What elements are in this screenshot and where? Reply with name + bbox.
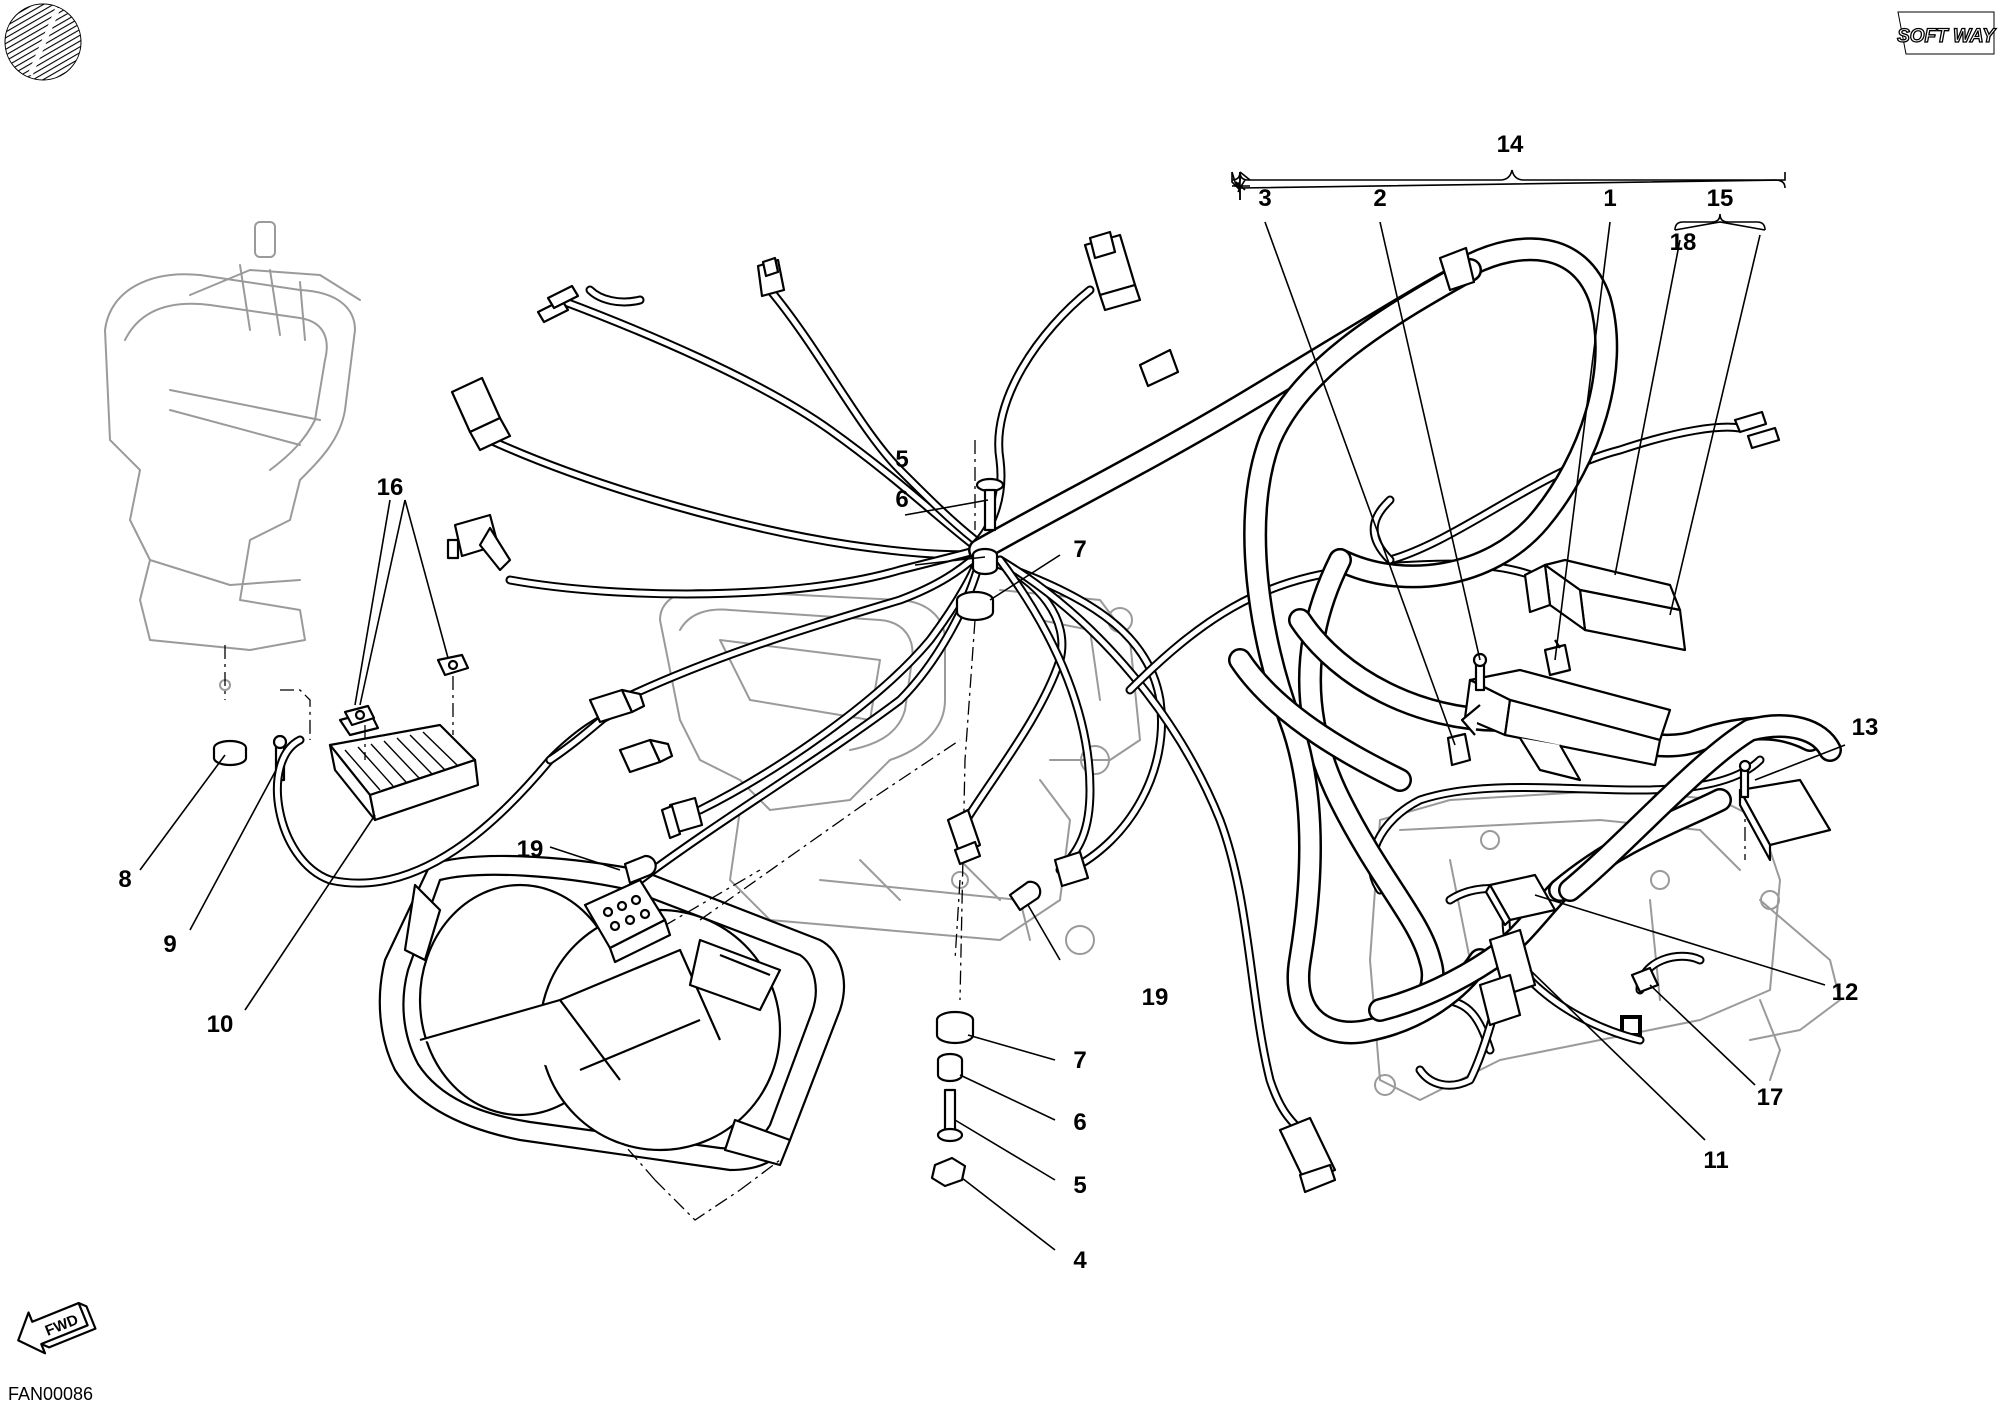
voltage-regulator xyxy=(328,710,480,822)
callout-5-upper: 5 xyxy=(895,446,908,473)
bulb-socket-right xyxy=(1053,850,1090,888)
callout-10: 10 xyxy=(207,1011,234,1038)
leader-lines xyxy=(139,171,1846,1251)
callout-9: 9 xyxy=(163,931,176,958)
fuse-1 xyxy=(1543,639,1572,677)
connector-top-small xyxy=(756,256,786,298)
socket-bottom xyxy=(1278,1116,1337,1194)
callout-7-lower: 7 xyxy=(1073,1047,1086,1074)
callout-18: 18 xyxy=(1670,229,1697,256)
regulator-clip-nuts xyxy=(343,653,470,727)
callout-6-upper: 6 xyxy=(895,486,908,513)
callout-5-lower: 5 xyxy=(1073,1172,1086,1199)
callout-7-upper: 7 xyxy=(1073,536,1086,563)
callout-8: 8 xyxy=(118,866,131,893)
callout-labels: 14 3 2 1 15 18 16 5 6 7 13 19 8 9 10 19 … xyxy=(118,131,1878,1274)
main-wiring-harness xyxy=(968,237,1842,1045)
fastener-stack-upper xyxy=(955,477,1005,622)
callout-19-right: 19 xyxy=(1142,984,1169,1011)
callout-1: 1 xyxy=(1603,185,1616,212)
connector-regulator-lower xyxy=(618,738,674,774)
softway-logo: SOFT WAY xyxy=(1896,11,1998,55)
callout-15: 15 xyxy=(1707,185,1734,212)
connector-relay-11 xyxy=(1478,928,1537,1027)
connector-upper-left xyxy=(450,376,512,452)
hatched-disc-logo xyxy=(4,3,82,81)
multi-pin-connector-lower xyxy=(583,878,672,964)
leader-16 xyxy=(354,499,391,706)
headlight-assembly xyxy=(378,854,845,1172)
ecu-module-18 xyxy=(1523,558,1687,652)
callout-19-left: 19 xyxy=(517,836,544,863)
connector-center xyxy=(946,808,982,866)
svg-text:SOFT WAY: SOFT WAY xyxy=(1897,26,1997,47)
connector-top-large xyxy=(1083,230,1142,312)
connector-relay-12 xyxy=(1484,873,1557,927)
fuse-box-13 xyxy=(1738,778,1832,862)
callout-14: 14 xyxy=(1497,131,1524,158)
brace-15 xyxy=(1674,213,1766,231)
brace-14 xyxy=(1231,169,1786,189)
drawing-code: FAN00086 xyxy=(8,1384,93,1404)
connectors xyxy=(446,230,1832,1194)
callout-11: 11 xyxy=(1703,1147,1728,1174)
bulb-19-left xyxy=(623,854,657,885)
assembly-lines xyxy=(224,440,1746,1221)
bulb-19-right xyxy=(1008,880,1042,912)
callout-3: 3 xyxy=(1258,185,1271,212)
bullet-terminals-right xyxy=(1733,410,1781,450)
bullet-terminals-top-left xyxy=(536,284,580,324)
control-unit xyxy=(1460,668,1672,782)
callout-12: 12 xyxy=(1832,979,1859,1006)
forward-direction-arrow: FWD xyxy=(17,1301,97,1355)
bulb-socket-left xyxy=(660,796,704,840)
callout-13: 13 xyxy=(1852,714,1879,741)
callout-6-lower: 6 xyxy=(1073,1109,1086,1136)
connector-regulator-upper xyxy=(588,688,646,724)
fastener-stack-lower xyxy=(930,1010,975,1188)
headlight-bracket-ghost xyxy=(104,221,361,691)
grommet-8 xyxy=(212,739,248,767)
rubber-mount-3 xyxy=(1446,732,1472,767)
front-frame-ghost xyxy=(659,589,1141,955)
callout-17: 17 xyxy=(1757,1084,1784,1111)
callout-16: 16 xyxy=(377,474,404,501)
callout-2: 2 xyxy=(1373,185,1386,212)
callout-4: 4 xyxy=(1073,1247,1087,1274)
connector-left-mid xyxy=(446,513,512,572)
screw-13 xyxy=(1738,759,1752,799)
